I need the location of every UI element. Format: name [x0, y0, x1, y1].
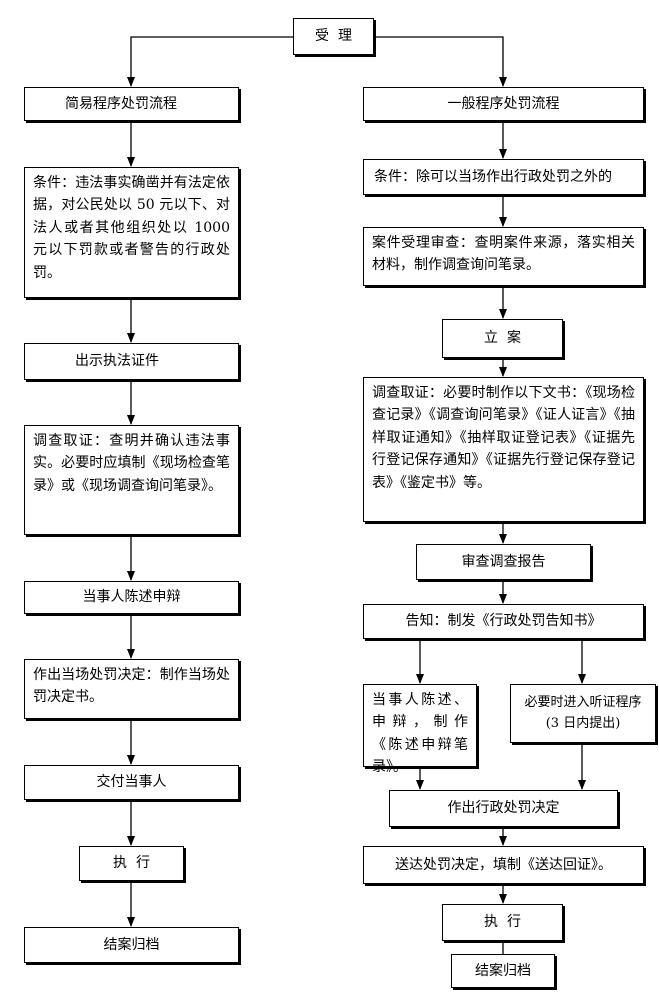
review-report-text: 审查调查报告: [461, 553, 546, 570]
onsite-decision-node: 作出当场处罚决定：制作当场处罚决定书。: [24, 659, 239, 719]
party-statement-node: 当事人陈述申辩: [24, 581, 239, 614]
simple-investigation-node: 调查取证：查明并确认违法事实。必要时应填制《现场检查笔录》或《现场调查询问笔录》…: [24, 425, 239, 535]
simple-execute-node: 执 行: [79, 846, 184, 881]
simple-condition-node: 条件：违法事实确凿并有法定依据，对公民处以 50 元以下、对法人或者其他组织处以…: [24, 167, 239, 298]
simple-close-text: 结案归档: [103, 936, 160, 953]
general-execute-node: 执 行: [442, 904, 563, 941]
file-case-text: 立 案: [484, 330, 521, 347]
general-procedure-title-text: 一般程序处罚流程: [447, 95, 560, 112]
show-certificate-node: 出示执法证件: [24, 343, 239, 380]
show-certificate-text: 出示执法证件: [75, 353, 159, 370]
case-review-node: 案件受理审查：查明案件来源，落实相关材料，制作调查询问笔录。: [363, 227, 644, 286]
simple-close-node: 结案归档: [24, 927, 239, 963]
general-close-node: 结案归档: [451, 954, 555, 988]
arrow-accept-to-simple: [127, 36, 293, 87]
general-execute-text: 执 行: [484, 914, 521, 931]
general-condition-node: 条件：除可以当场作出行政处罚之外的: [363, 159, 644, 195]
file-case-node: 立 案: [442, 319, 563, 358]
onsite-decision-text: 作出当场处罚决定：制作当场处罚决定书。: [33, 667, 230, 706]
party-statement-general-text: 当事人陈述、申辩，制作《陈述申辩笔录》。: [372, 692, 468, 776]
serve-decision-node: 送达处罚决定，填制《送达回证》。: [363, 846, 644, 884]
arrow-accept-to-general: [374, 36, 507, 87]
review-report-node: 审查调查报告: [416, 544, 591, 580]
general-condition-text: 条件：除可以当场作出行政处罚之外的: [374, 168, 612, 185]
case-review-text: 案件受理审查：查明案件来源，落实相关材料，制作调查询问笔录。: [372, 235, 635, 274]
hearing-node: 必要时进入听证程序 (3 日内提出): [510, 684, 656, 743]
accept-label: 受 理: [315, 28, 352, 45]
notify-node: 告知：制发《行政处罚告知书》: [363, 604, 644, 639]
party-statement-general-node: 当事人陈述、申辩，制作《陈述申辩笔录》。: [363, 684, 477, 775]
accept-node: 受 理: [293, 18, 374, 55]
make-decision-node: 作出行政处罚决定: [389, 790, 618, 827]
party-statement-text: 当事人陈述申辩: [82, 589, 181, 606]
simple-investigation-text: 调查取证：查明并确认违法事实。必要时应填制《现场检查笔录》或《现场调查询问笔录》…: [33, 433, 230, 494]
general-investigation-node: 调查取证：必要时制作以下文书：《现场检查记录》《调查询问笔录》《证人证言》《抽样…: [363, 377, 644, 522]
simple-procedure-title: 简易程序处罚流程: [24, 87, 239, 121]
deliver-party-text: 交付当事人: [96, 774, 167, 791]
simple-condition-text: 条件：违法事实确凿并有法定依据，对公民处以 50 元以下、对法人或者其他组织处以…: [33, 175, 230, 281]
deliver-party-node: 交付当事人: [24, 765, 239, 800]
simple-procedure-title-text: 简易程序处罚流程: [65, 95, 177, 112]
general-close-text: 结案归档: [475, 962, 531, 979]
make-decision-text: 作出行政处罚决定: [447, 800, 560, 817]
simple-execute-text: 执 行: [113, 855, 150, 872]
serve-decision-text: 送达处罚决定，填制《送达回证》。: [395, 856, 612, 873]
hearing-text-line1: 必要时进入听证程序: [524, 694, 642, 710]
general-investigation-text: 调查取证：必要时制作以下文书：《现场检查记录》《调查询问笔录》《证人证言》《抽样…: [372, 385, 635, 491]
notify-text: 告知：制发《行政处罚告知书》: [405, 613, 602, 630]
general-procedure-title: 一般程序处罚流程: [363, 87, 644, 121]
hearing-text-line2: (3 日内提出): [545, 715, 621, 731]
